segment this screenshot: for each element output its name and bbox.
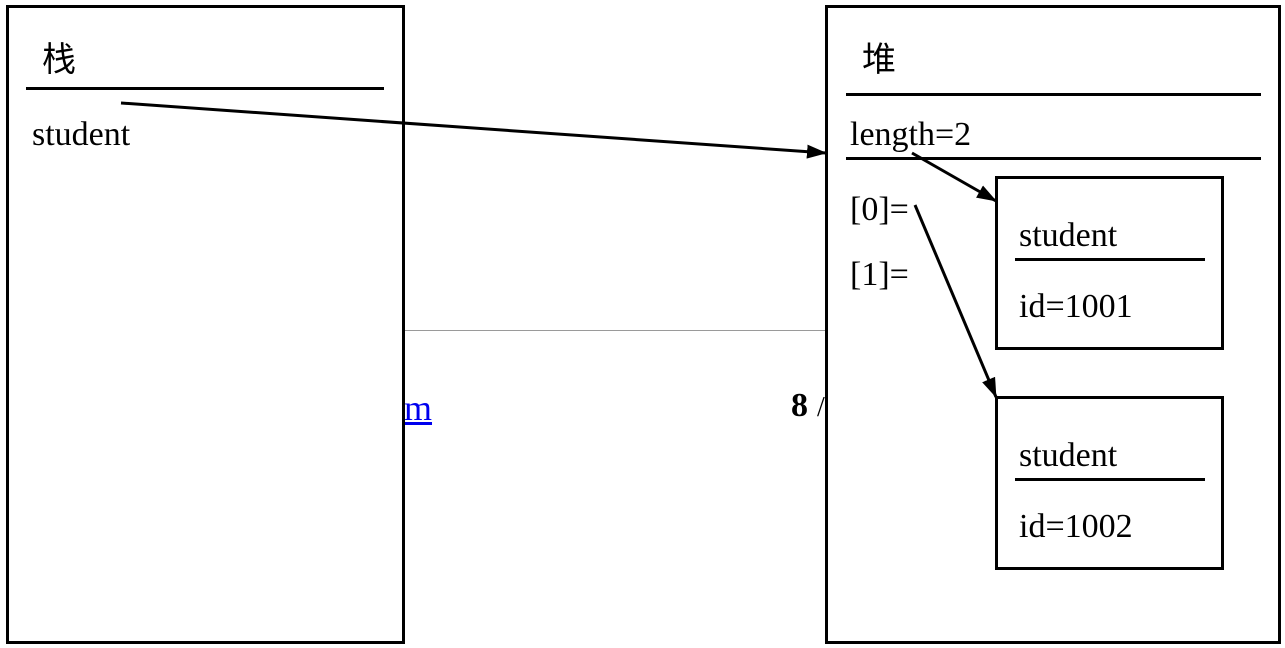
object-1002-class-label: student	[1019, 437, 1118, 474]
arrow-stack-to-heap-array	[120, 101, 827, 159]
arrow-length-to-object-1001	[911, 151, 997, 203]
object-1002-divider	[1015, 478, 1205, 481]
stack-variable-student: student	[32, 116, 131, 153]
heap-object-1002	[995, 396, 1224, 570]
heap-array-index-0: [0]=	[850, 191, 909, 228]
stack-panel	[6, 5, 405, 644]
heap-object-1001	[995, 176, 1224, 350]
object-1001-divider	[1015, 258, 1205, 261]
stack-title-divider	[26, 87, 384, 90]
heap-array-index-1: [1]=	[850, 256, 909, 293]
object-1001-class-label: student	[1019, 217, 1118, 254]
object-1002-field-id: id=1002	[1019, 508, 1133, 545]
heap-array-length: length=2	[850, 116, 972, 153]
page-footer-link-fragment[interactable]: m	[404, 388, 433, 428]
page-footer-rule	[404, 330, 828, 331]
heap-length-divider	[846, 157, 1261, 160]
heap-panel	[825, 5, 1281, 644]
heap-title: 堆	[862, 42, 896, 79]
object-1001-field-id: id=1001	[1019, 288, 1133, 325]
arrow-index0-to-object-1002	[913, 204, 998, 398]
heap-title-divider	[846, 93, 1261, 96]
page-number: 8	[791, 387, 808, 424]
stack-title: 栈	[42, 42, 76, 79]
page-number-slash-fragment: /	[817, 392, 825, 423]
